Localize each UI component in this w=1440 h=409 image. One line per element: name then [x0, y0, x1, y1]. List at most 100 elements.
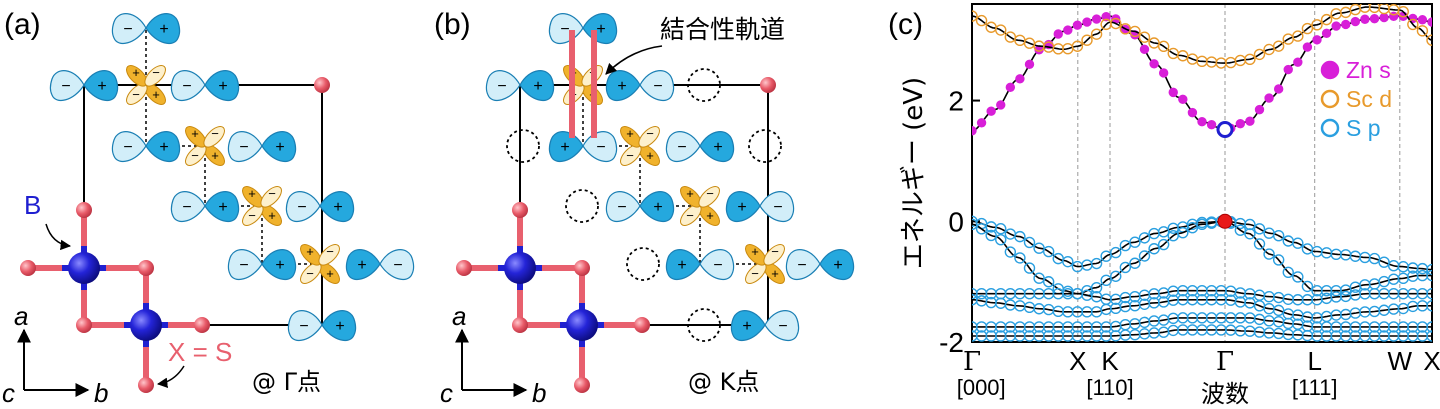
p-orbital-lobe [285, 191, 321, 223]
orbital-sign: − [653, 78, 662, 95]
d-orbital-lobe [638, 126, 660, 148]
projection-marker [1042, 245, 1055, 258]
x-site-arrow [156, 365, 185, 389]
dotted-guides [582, 85, 765, 265]
p-orbital-lobe [548, 131, 584, 163]
projection-marker [985, 229, 997, 242]
orbital-sign: − [123, 21, 132, 38]
orbital-sign: + [771, 266, 779, 281]
x-tick-label: K [1101, 346, 1119, 376]
projection-marker [1302, 42, 1313, 52]
orbital-sign: + [248, 186, 256, 201]
sc-d-orbital: +−−+ [745, 244, 785, 284]
projection-marker [1360, 14, 1370, 24]
projection-marker [972, 10, 978, 22]
band-line-sc-d [972, 6, 1432, 64]
projection-marker [1157, 40, 1170, 53]
x-atoms [456, 77, 776, 393]
projection-marker [1138, 31, 1151, 43]
orbital-sign: − [299, 318, 308, 335]
projection-marker [1320, 13, 1333, 26]
projection-marker [1369, 14, 1380, 24]
projection-marker [1091, 14, 1102, 24]
x-tick-label: Γ [1216, 347, 1234, 377]
projection-marker [1023, 236, 1036, 249]
orbital-sign: − [713, 257, 722, 274]
p-orbital-lobe [730, 310, 766, 342]
projection-marker [995, 233, 1007, 246]
p-orbital-lobe [204, 70, 240, 102]
kpath-direction-label: [110] [1086, 375, 1133, 400]
orbital-sign: − [182, 199, 191, 216]
s-p-orbital: −+ [548, 13, 618, 45]
orbital-sign: − [706, 186, 714, 201]
sc-d-orbital: +−−+ [620, 126, 660, 166]
p-orbital-lobe [145, 13, 181, 45]
sc-d-orbital: +−−+ [680, 186, 720, 226]
s-p-orbital: −+ [49, 70, 119, 102]
s-p-orbital: +− [548, 131, 618, 163]
x-site-label: X = S [168, 337, 232, 367]
projection-marker [1426, 263, 1432, 276]
projection-marker [996, 100, 1006, 110]
orbital-sign: − [132, 87, 140, 102]
p-orbital-lobe [49, 70, 85, 102]
p-orbital-lobe [170, 70, 206, 102]
plot-area [972, 4, 1432, 342]
orbital-sign: − [686, 208, 694, 223]
projection-marker [1024, 59, 1035, 70]
s-p-orbital: −+ [285, 191, 355, 223]
d-orbital-lobe [203, 126, 225, 148]
projection-marker [1244, 53, 1256, 66]
axis-b-label: b [532, 378, 546, 408]
orbital-sign: + [533, 78, 542, 95]
orbital-sign: − [248, 208, 256, 223]
projection-marker [1139, 44, 1150, 54]
projection-marker [1292, 271, 1304, 283]
projection-marker [1426, 269, 1432, 282]
p-orbital-lobe [699, 131, 735, 163]
y-axis-label: エネルギー (eV) [899, 77, 929, 269]
projection-marker [1023, 262, 1036, 274]
p-orbital-lobe [321, 310, 357, 342]
orbital-sign: + [218, 199, 227, 216]
x-tick-label: L [1307, 346, 1321, 376]
s-p-orbital: −+ [605, 191, 675, 223]
orbital-sign: + [97, 78, 106, 95]
panel-c-label: (c) [888, 8, 923, 41]
p-orbital-lobe [287, 310, 323, 342]
projection-marker [1244, 218, 1256, 231]
p-orbital-lobe [204, 191, 240, 223]
projection-marker [1033, 272, 1045, 284]
projection-marker [1186, 222, 1199, 234]
d-orbital-lobe [698, 186, 720, 208]
s-p-orbital: −+ [170, 191, 240, 223]
orbital-sign: + [357, 257, 366, 274]
projection-marker [1149, 59, 1159, 69]
projection-marker [1101, 11, 1111, 22]
panel-b-label: (b) [434, 8, 471, 41]
s-p-orbital: −+ [227, 131, 297, 163]
band-line-s-p [972, 299, 1432, 319]
projection-marker [1273, 84, 1284, 94]
b-atoms [68, 252, 162, 341]
s-p-orbital: −+ [111, 131, 181, 163]
orbital-sign: + [275, 257, 284, 274]
p-orbital-lobe [261, 131, 297, 163]
orbital-sign: − [268, 186, 276, 201]
projection-marker [1341, 19, 1351, 30]
x-atoms [20, 77, 330, 393]
callout-arrow [605, 45, 663, 75]
orbital-sign: + [218, 78, 227, 95]
y-tick-label: -2 [939, 327, 964, 358]
projection-marker [1426, 300, 1432, 312]
projection-marker [1272, 230, 1285, 242]
s-p-orbital: −+ [485, 70, 555, 102]
orbital-sign: + [211, 148, 219, 163]
projection-marker [1090, 28, 1103, 40]
projection-marker [1015, 74, 1025, 84]
orbital-sign: − [677, 139, 686, 156]
projection-marker [1379, 12, 1389, 23]
projection-marker [1331, 21, 1341, 31]
